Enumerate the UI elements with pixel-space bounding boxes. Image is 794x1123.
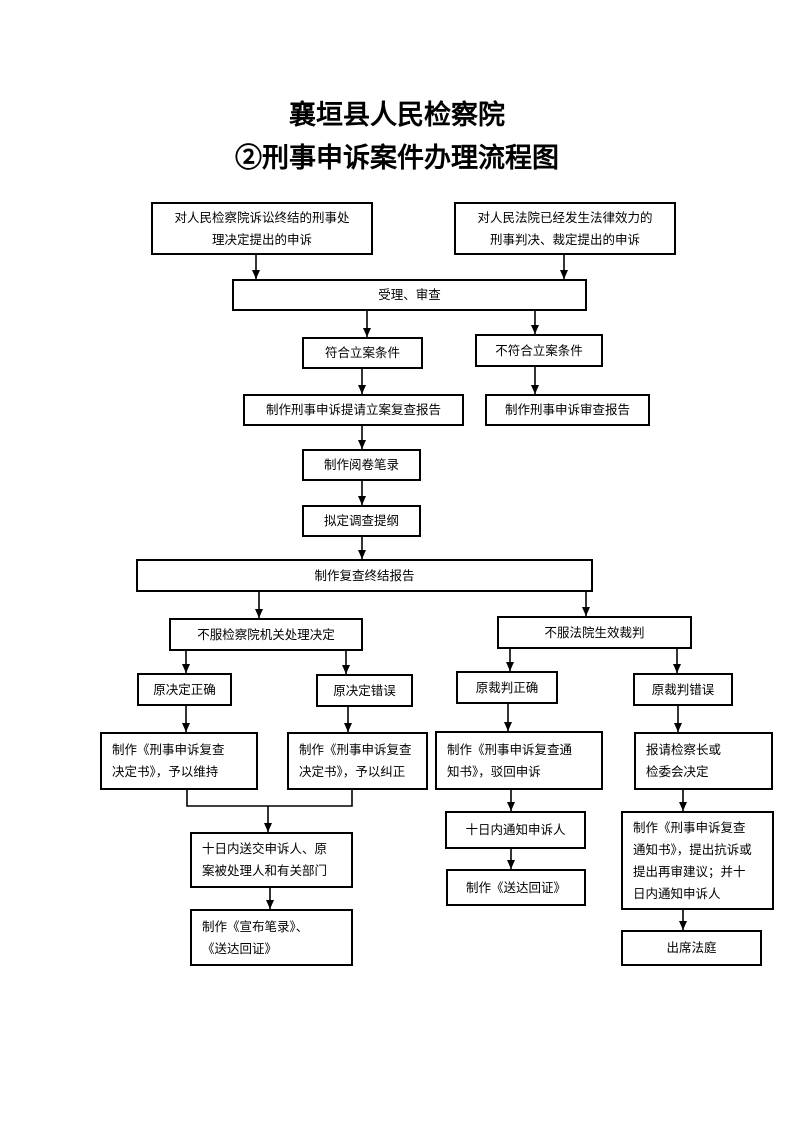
node-accept-review: 受理、审查 — [232, 279, 587, 311]
page-title: 襄垣县人民检察院 — [289, 100, 505, 131]
node-announce-receipt: 制作《宣布笔录》、 《送达回证》 — [190, 909, 353, 966]
merge-bracket — [186, 790, 353, 807]
node-orig-judgment-correct: 原裁判正确 — [456, 671, 558, 704]
node-meets-criteria: 符合立案条件 — [302, 337, 423, 369]
node-orig-decision-correct: 原决定正确 — [137, 673, 232, 706]
node-dispute-court: 不服法院生效裁判 — [497, 616, 692, 649]
node-notify-ten-days: 十日内通知申诉人 — [445, 811, 586, 849]
node-deliver-ten-days: 十日内送交申诉人、原 案被处理人和有关部门 — [190, 832, 353, 888]
node-orig-judgment-wrong: 原裁判错误 — [633, 673, 733, 706]
node-make-review-report: 制作刑事申诉审查报告 — [485, 394, 650, 426]
node-source-procuratorate: 对人民检察院诉讼终结的刑事处 理决定提出的申诉 — [151, 202, 373, 255]
node-attend-court: 出席法庭 — [621, 930, 762, 966]
node-dispute-procuratorate: 不服检察院机关处理决定 — [169, 618, 363, 651]
page-subtitle: ②刑事申诉案件办理流程图 — [235, 143, 559, 174]
node-orig-decision-wrong: 原决定错误 — [316, 674, 413, 707]
node-make-final-report: 制作复查终结报告 — [136, 559, 593, 592]
node-decision-correct: 制作《刑事申诉复查 决定书》，予以纠正 — [287, 732, 428, 790]
node-not-meets-criteria: 不符合立案条件 — [475, 334, 603, 367]
node-notice-reject: 制作《刑事申诉复查通 知书》，驳回申诉 — [435, 731, 603, 790]
node-draft-outline: 拟定调查提纲 — [302, 505, 421, 537]
node-make-filing-report: 制作刑事申诉提请立案复查报告 — [243, 394, 464, 426]
node-make-reading-notes: 制作阅卷笔录 — [302, 449, 421, 481]
node-service-receipt: 制作《送达回证》 — [446, 869, 586, 906]
node-report-chief: 报请检察长或 检委会决定 — [634, 732, 773, 790]
node-decision-maintain: 制作《刑事申诉复查 决定书》，予以维持 — [100, 732, 258, 790]
node-source-court: 对人民法院已经发生法律效力的 刑事判决、裁定提出的申诉 — [454, 202, 676, 255]
node-protest-notice: 制作《刑事申诉复查 通知书》，提出抗诉或 提出再审建议；并十 日内通知申诉人 — [621, 811, 774, 910]
